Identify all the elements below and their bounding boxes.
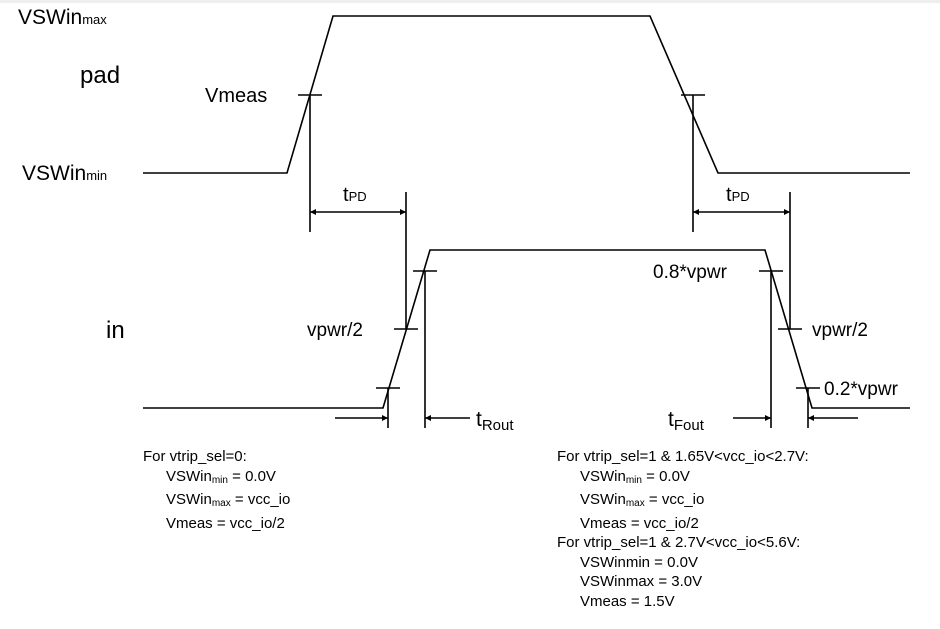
note-line: VSWinmin = 0.0V — [580, 467, 690, 486]
in-fall-08-label: 0.8*vpwr — [653, 262, 728, 283]
tpd-fall-label: tPD — [726, 184, 750, 206]
in-fall-02-label: 0.2*vpwr — [824, 379, 899, 400]
top-border — [0, 0, 940, 3]
note-line: VSWinmax = vcc_io — [166, 491, 291, 509]
in-label: in — [106, 317, 125, 344]
in-waveform — [143, 249, 910, 409]
note-line: VSWinmin = 0.0V — [166, 467, 276, 486]
notes-vtrip-0: For vtrip_sel=0: VSWinmin = 0.0V VSWinma… — [143, 447, 290, 533]
vmeas-label: Vmeas — [205, 85, 267, 107]
note-line: VSWinmax = vcc_io — [580, 491, 705, 509]
note-title: For vtrip_sel=1 & 1.65V<vcc_io<2.7V: — [557, 448, 809, 465]
notes-vtrip-1: For vtrip_sel=1 & 1.65V<vcc_io<2.7V: VSW… — [557, 447, 809, 611]
note-line: Vmeas = vcc_io/2 — [166, 514, 285, 532]
vswin-min-label: VSWinmin — [22, 162, 107, 185]
in-rise-mid-label: vpwr/2 — [307, 320, 363, 341]
note-line: Vmeas = 1.5V — [580, 592, 675, 610]
in-fall-mid-label: vpwr/2 — [812, 320, 868, 341]
pad-label: pad — [80, 62, 120, 89]
note-line: VSWinmin = 0.0V — [580, 553, 698, 571]
pad-waveform — [143, 15, 910, 174]
vswin-max-label: VSWinmax — [18, 6, 107, 29]
trise-label: tRout — [476, 408, 514, 434]
tpd-rise-label: tPD — [343, 184, 367, 206]
tfall-label: tFout — [668, 408, 705, 434]
note-line: Vmeas = vcc_io/2 — [580, 514, 699, 532]
note-title: For vtrip_sel=1 & 2.7V<vcc_io<5.6V: — [557, 534, 801, 551]
note-line: VSWinmax = 3.0V — [580, 573, 703, 590]
note-title: For vtrip_sel=0: — [143, 448, 247, 465]
